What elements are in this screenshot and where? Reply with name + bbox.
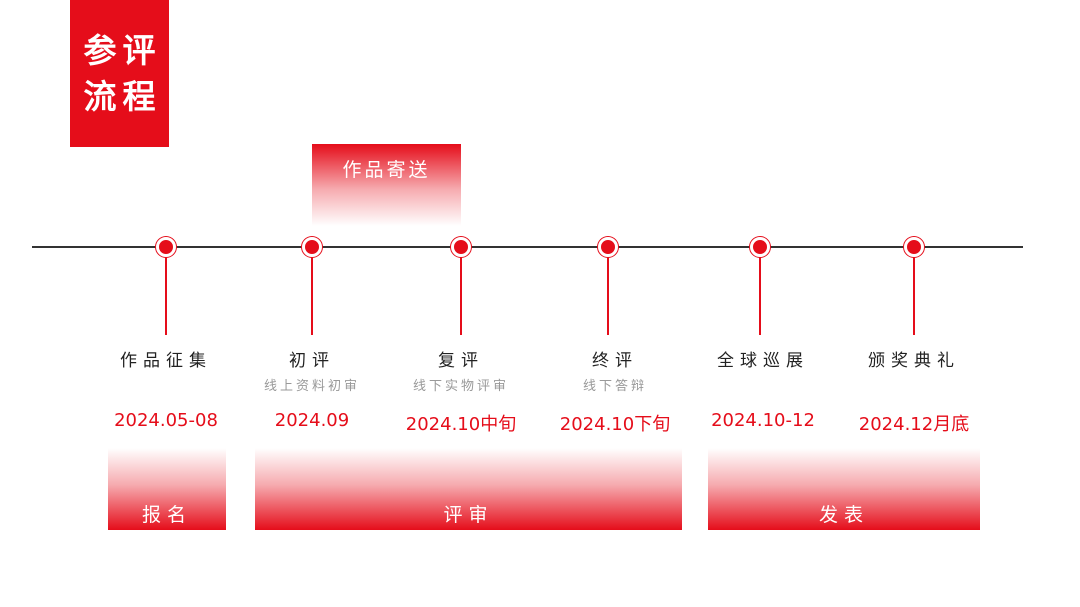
stage-3: 复评 线下实物评审 2024.10中旬: [376, 348, 546, 435]
stage-subtitle: 线下答辩: [582, 379, 647, 394]
phase-registration: 报名: [108, 448, 226, 530]
node-stem: [165, 257, 167, 335]
stage-date: 2024.09: [274, 410, 350, 431]
timeline-node-6: [904, 237, 924, 335]
stage-name: 终评: [592, 351, 638, 371]
node-stem: [311, 257, 313, 335]
timeline-node-2: [302, 237, 322, 335]
node-stem: [759, 257, 761, 335]
stage-date: 2024.10下旬: [559, 414, 671, 435]
stage-date: 2024.12月底: [858, 414, 970, 435]
page-title: 参评 流程: [70, 0, 169, 147]
node-dot: [750, 237, 770, 257]
stage-date: 2024.10-12: [711, 410, 815, 431]
node-dot: [302, 237, 322, 257]
work-delivery-label: 作品寄送: [312, 144, 461, 226]
timeline-node-4: [598, 237, 618, 335]
stage-2: 初评 线上资料初审 2024.09: [227, 348, 397, 431]
stage-4: 终评 线下答辩 2024.10下旬: [530, 348, 700, 435]
stage-date: 2024.10中旬: [405, 414, 517, 435]
stage-5: 全球巡展 2024.10-12: [678, 348, 848, 431]
node-stem: [913, 257, 915, 335]
stage-name: 初评: [289, 351, 335, 371]
node-stem: [607, 257, 609, 335]
stage-date: 2024.05-08: [114, 410, 218, 431]
node-dot: [156, 237, 176, 257]
stage-name: 复评: [438, 351, 484, 371]
timeline-axis: [32, 246, 1023, 248]
phase-publication: 发表: [708, 448, 980, 530]
node-dot: [451, 237, 471, 257]
node-stem: [460, 257, 462, 335]
stage-name: 全球巡展: [717, 351, 809, 371]
timeline-node-5: [750, 237, 770, 335]
node-dot: [904, 237, 924, 257]
stage-name: 颁奖典礼: [868, 351, 960, 371]
page-title-line-2: 流程: [83, 76, 162, 116]
stage-6: 颁奖典礼 2024.12月底: [829, 348, 999, 435]
phase-review: 评审: [255, 448, 682, 530]
stage-1: 作品征集 2024.05-08: [81, 348, 251, 431]
stage-name: 作品征集: [120, 351, 212, 371]
stage-subtitle: 线上资料初审: [263, 379, 360, 394]
node-dot: [598, 237, 618, 257]
timeline-node-1: [156, 237, 176, 335]
stage-subtitle: 线下实物评审: [412, 379, 509, 394]
timeline-node-3: [451, 237, 471, 335]
page-title-line-1: 参评: [83, 30, 162, 70]
